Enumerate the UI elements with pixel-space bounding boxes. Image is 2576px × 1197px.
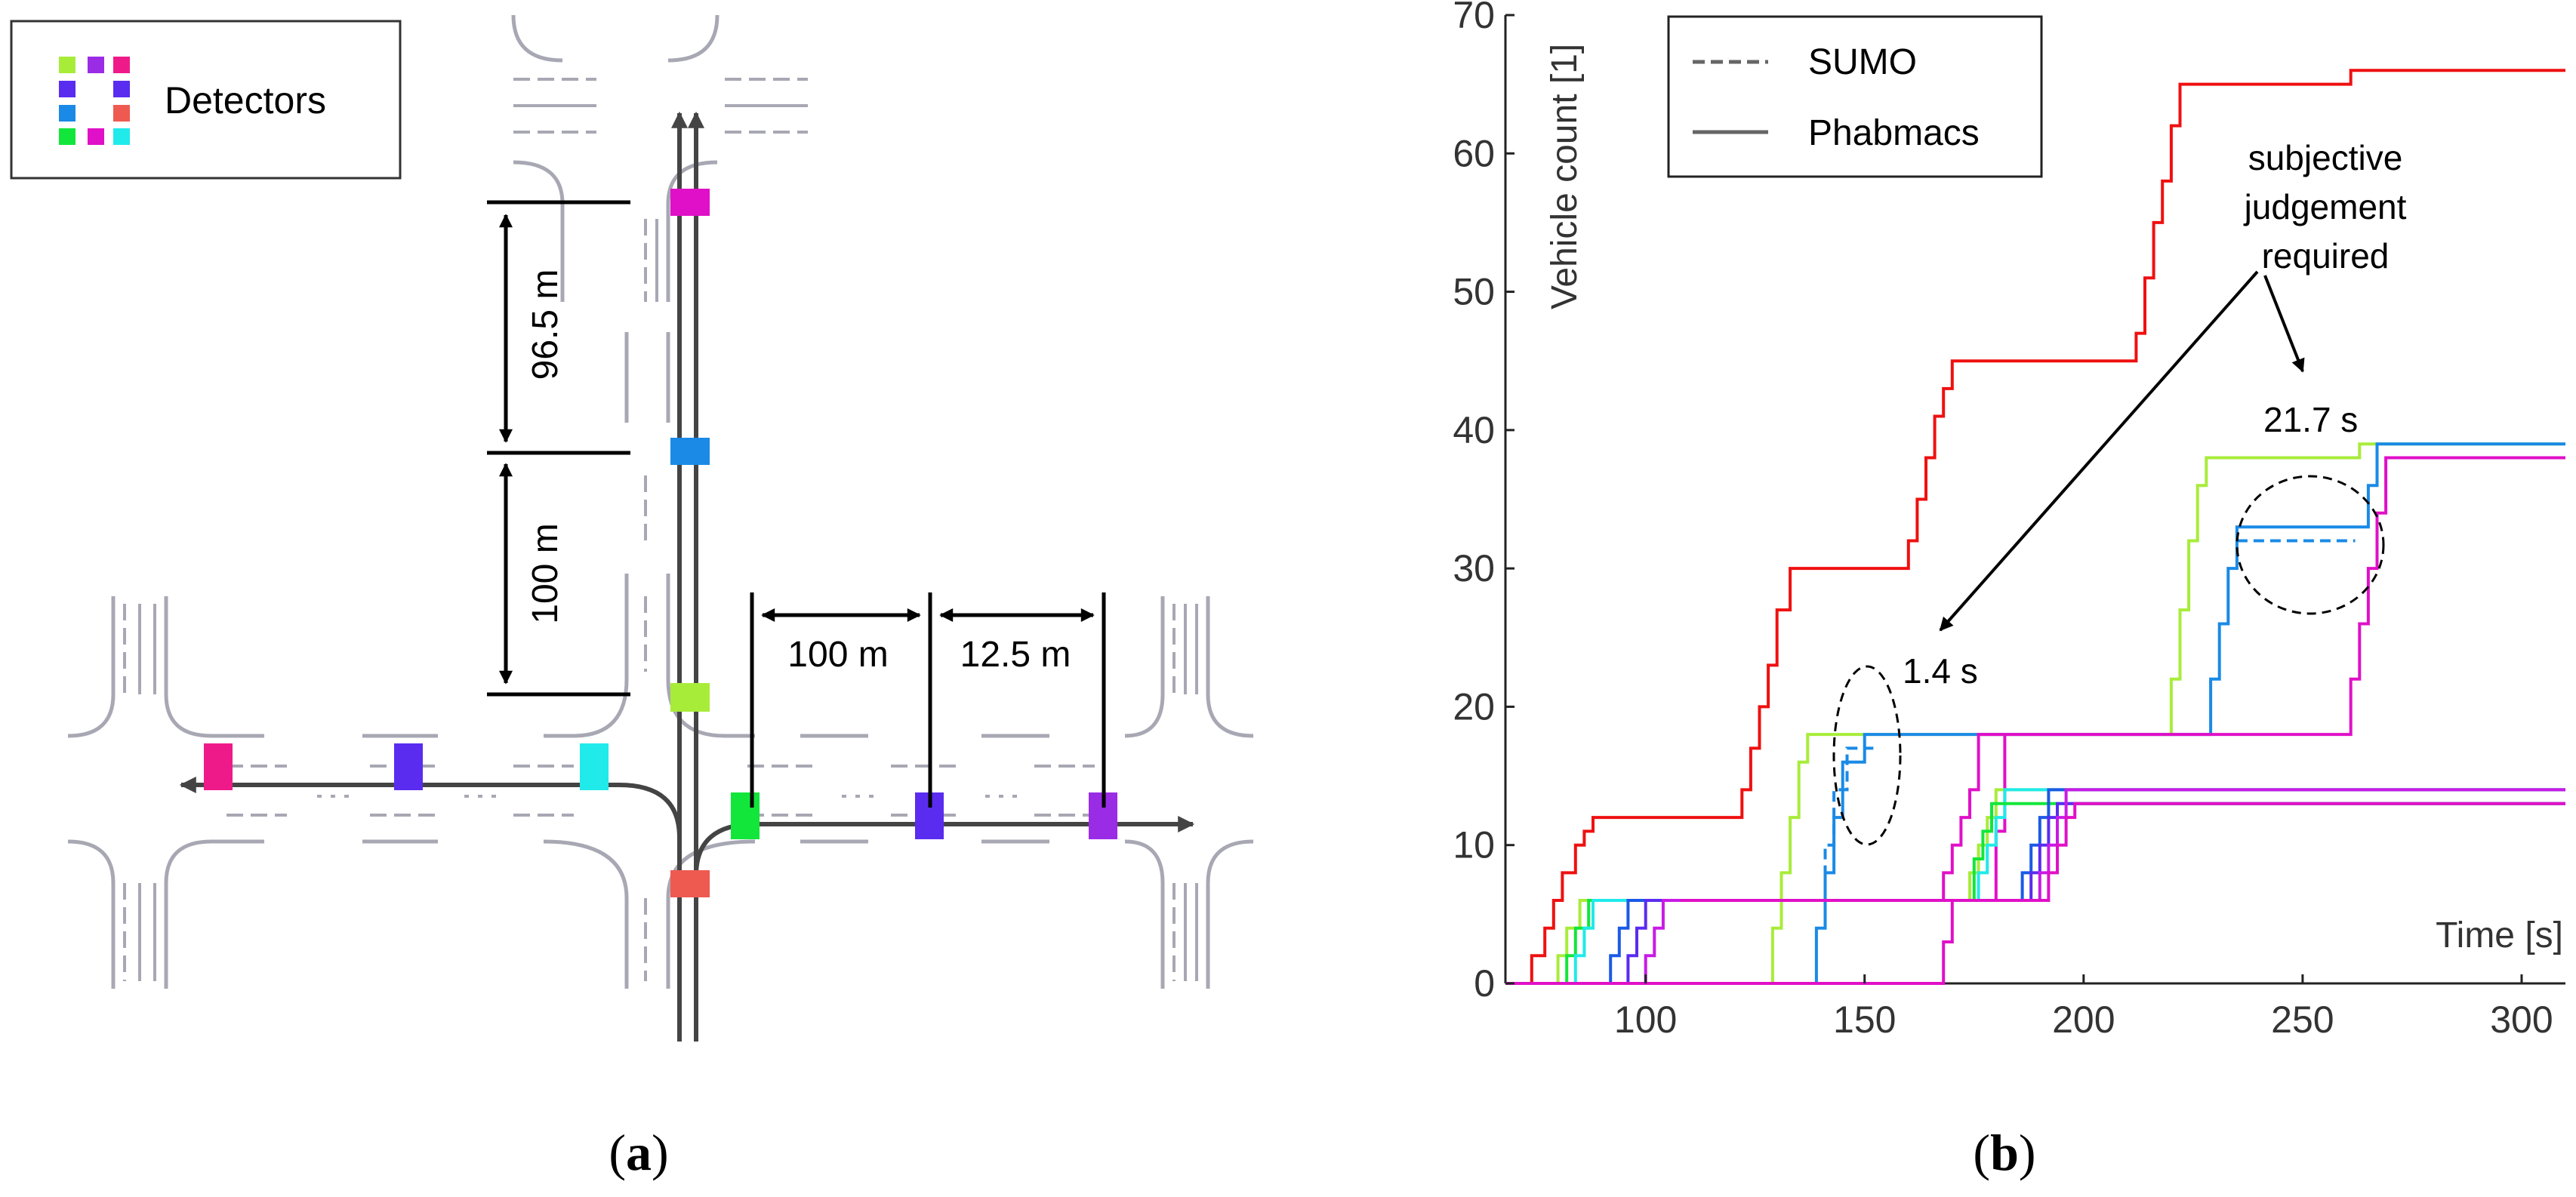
highlight-ellipse-small <box>1832 665 1902 846</box>
series-line-13 <box>1681 788 2565 902</box>
dim-96-5-label: 96.5 m <box>525 269 565 380</box>
x-tick-label: 100 <box>1614 999 1677 1041</box>
highlight-ellipse-large <box>2236 475 2385 615</box>
path-left-turn <box>179 777 682 1042</box>
detector-icon <box>59 57 130 145</box>
y-tick-label: 60 <box>1453 132 1495 174</box>
legend-sumo-label: SUMO <box>1808 42 1917 82</box>
dim-12-5-label: 12.5 m <box>960 635 1071 675</box>
y-tick-label: 30 <box>1453 547 1495 589</box>
series-line-3 <box>1505 899 1681 985</box>
series-line-0 <box>1505 69 2565 985</box>
vehicle-paths <box>179 111 1195 1042</box>
detectors-legend: Detectors <box>10 20 402 180</box>
series-line-5 <box>1505 899 1681 985</box>
y-tick-label: 20 <box>1453 685 1495 728</box>
x-tick-label: 200 <box>2052 999 2115 1041</box>
x-axis-title: Time [s] <box>2436 915 2563 955</box>
y-tick-label: 0 <box>1474 962 1495 1005</box>
y-tick-label: 40 <box>1453 409 1495 451</box>
legend-phabmacs-label: Phabmacs <box>1808 113 1980 153</box>
detector-salmon <box>670 870 710 897</box>
series-line-7 <box>1759 442 2565 985</box>
annotation-1-4s: 1.4 s <box>1903 651 1978 691</box>
series-line-9 <box>1816 746 1874 902</box>
legend-detectors-label: Detectors <box>165 79 326 122</box>
series-line-8 <box>1807 442 2565 985</box>
caption-a: (a) <box>609 1124 668 1181</box>
series-line-2 <box>1505 899 1677 985</box>
series-line-11 <box>1681 456 2565 902</box>
y-tick-label: 10 <box>1453 824 1495 866</box>
dim-100-vertical-label: 100 m <box>525 523 565 623</box>
caption-b: (b) <box>1973 1124 2035 1181</box>
chart-series <box>1505 69 2565 985</box>
annotation-judgement-line1: subjective <box>2248 138 2403 177</box>
series-line-17 <box>1681 802 2565 902</box>
y-axis-title: Vehicle count [1] <box>1545 44 1585 309</box>
chart-annotations: subjective judgement required 1.4 s 21.7… <box>1832 138 2407 846</box>
dimension-lines <box>487 200 1106 808</box>
x-tick-label: 250 <box>2271 999 2334 1041</box>
detector-blue <box>670 438 710 465</box>
annotation-judgement-line2: judgement <box>2243 187 2407 226</box>
detector-magenta <box>670 189 710 216</box>
series-line-18 <box>1681 788 2565 902</box>
detector-green <box>731 792 760 839</box>
series-line-14 <box>1681 788 2565 902</box>
series-line-12 <box>1505 734 2007 985</box>
series-line-4 <box>1505 899 1681 985</box>
series-line-15 <box>1681 802 2565 902</box>
x-tick-label: 300 <box>2490 999 2553 1041</box>
road-edges <box>67 14 1254 989</box>
series-line-19 <box>1681 802 2565 902</box>
lane-markings <box>123 78 1198 981</box>
y-tick-label: 70 <box>1453 0 1495 36</box>
annotation-judgement-line3: required <box>2262 236 2390 275</box>
series-line-1 <box>1505 899 1672 985</box>
y-tick-label: 50 <box>1453 271 1495 313</box>
detector-pink <box>204 743 233 790</box>
panel-a-diagram: 96.5 m 100 m 100 m 12.5 m Detectors (a) <box>10 14 1254 1181</box>
detector-violet-left <box>394 743 423 790</box>
chart-tick-labels: 0 10 20 30 40 50 60 70 100 150 200 250 300 <box>1453 0 2553 1041</box>
dim-100-horizontal-label: 100 m <box>787 635 888 675</box>
x-tick-label: 150 <box>1833 999 1896 1041</box>
series-line-16 <box>1681 788 2565 902</box>
path-right-turn <box>694 816 1195 1042</box>
detector-cyan <box>580 743 609 790</box>
detector-lime <box>670 683 710 712</box>
chart-legend: SUMO Phabmacs <box>1667 15 2043 178</box>
detectors <box>204 189 1117 897</box>
annotation-21-7s: 21.7 s <box>2263 400 2358 439</box>
